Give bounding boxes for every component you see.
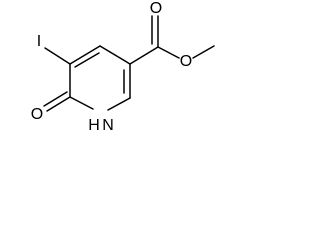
bond-c6-ketone-oxygen-b [43, 91, 68, 107]
ester-oxygen-label: O [180, 53, 192, 70]
bond-c6-ketone-oxygen-a [46, 96, 71, 112]
ring-nitrogen-hydrogen-label: H [88, 117, 100, 134]
ketone-oxygen-label: O [31, 106, 43, 123]
ring-nitrogen-label: N [102, 117, 114, 134]
chemical-structure-diagram: I O N H O O [31, 0, 215, 134]
bond-c4-c3 [99, 45, 131, 65]
bond-n1-c6 [69, 96, 94, 110]
carbonyl-oxygen-label: O [150, 0, 162, 17]
iodine-atom-label: I [37, 33, 41, 50]
bond-ester-oxygen-methyl [192, 45, 215, 59]
bond-c2-n1 [107, 97, 131, 111]
bond-c5-iodine [44, 47, 71, 65]
double-bond-c5-c4 [74, 52, 100, 68]
bond-c5-c4 [69, 45, 101, 65]
bond-carbonyl-ester-oxygen [157, 46, 180, 59]
bond-c3-carbonyl-carbon [129, 46, 159, 65]
pyridinone-ring [69, 45, 131, 111]
